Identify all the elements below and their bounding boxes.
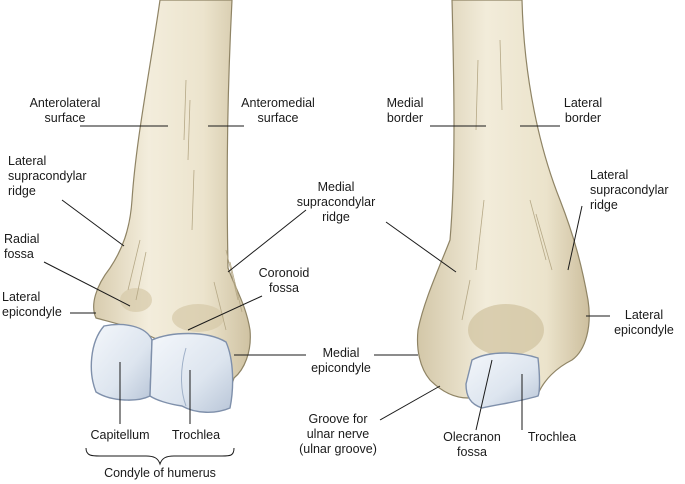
label-coronoid-fossa: Coronoid fossa [258,266,310,295]
trochlea-groove-line [181,347,187,407]
leader-radial-fossa [43,261,131,307]
leader-lines [43,125,610,431]
label-trochlea-post: Trochlea [527,430,577,444]
label-groove-ulnar-nerve: Groove for ulnar nerve (ulnar groove) [299,412,377,456]
label-lateral-supracondylar-ridge-ant: Lateral supracondylar ridge [8,154,87,198]
leader-ulnar-groove [379,385,441,421]
label-trochlea-ant: Trochlea [171,428,221,442]
condyle-brace [85,447,235,466]
leader-lateral-supracondylar-ant [61,199,125,247]
label-radial-fossa: Radial fossa [4,232,40,261]
label-olecranon-fossa: Olecranon fossa [443,430,501,459]
leader-medial-ridge-post [385,221,457,273]
label-lateral-border: Lateral border [563,96,603,125]
label-capitellum: Capitellum [90,428,150,442]
leader-olecranon-fossa [475,359,493,431]
label-medial-border: Medial border [386,96,424,125]
label-medial-epicondyle: Medial epicondyle [311,346,371,375]
olecranon-fossa-shade [468,304,544,356]
label-medial-supracondylar-ridge: Medial supracondylar ridge [296,180,376,224]
label-lateral-supracondylar-ridge-post: Lateral supracondylar ridge [590,168,669,212]
label-lateral-epicondyle-post: Lateral epicondyle [614,308,674,337]
posterior-trochlea-cartilage [465,352,541,409]
leader-medial-supracondylar [227,209,307,273]
label-anteromedial-surface: Anteromedial surface [241,96,315,125]
posterior-humerus [416,0,590,409]
coronoid-fossa-shade [172,304,224,332]
leader-coronoid-fossa [187,295,263,331]
label-anterolateral-surface: Anterolateral surface [29,96,101,125]
capitellum-cartilage [90,323,153,401]
anterior-hatching [127,79,243,331]
label-condyle-of-humerus: Condyle of humerus [104,466,216,480]
label-lateral-epicondyle-ant: Lateral epicondyle [2,290,62,319]
trochlea-cartilage [149,332,234,413]
leader-lateral-supracondylar-post [567,205,583,271]
posterior-hatching [461,39,553,321]
anterior-humerus [90,0,251,413]
